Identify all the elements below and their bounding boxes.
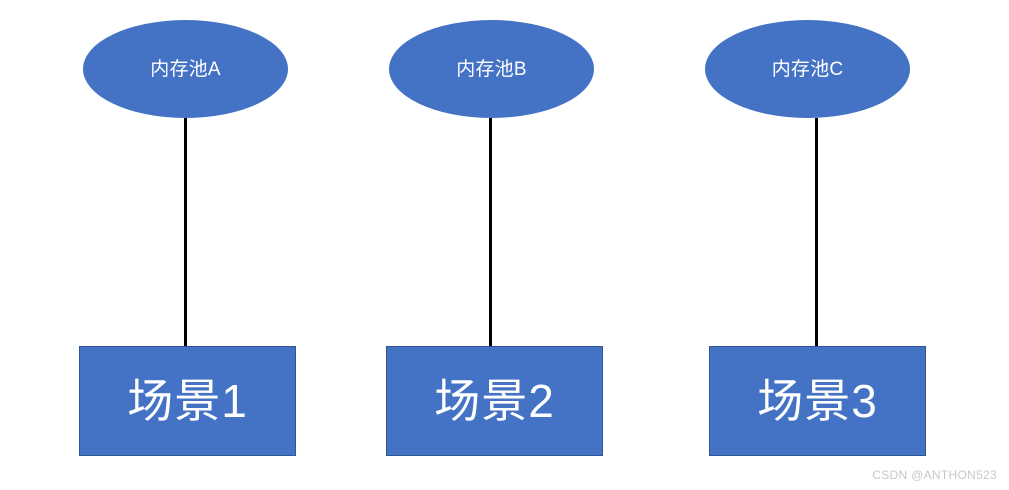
watermark-text: CSDN @ANTHON523: [872, 468, 997, 482]
memory-pool-label-c: 内存池C: [771, 58, 844, 80]
scene-label-3: 场景3: [757, 375, 878, 427]
scene-node-2[interactable]: 场景2: [386, 346, 603, 456]
connector-line-b[interactable]: [489, 118, 492, 346]
connector-line-a[interactable]: [184, 118, 187, 346]
scene-node-1[interactable]: 场景1: [79, 346, 296, 456]
memory-pool-node-c[interactable]: 内存池C: [705, 20, 910, 118]
memory-pool-node-b[interactable]: 内存池B: [389, 20, 594, 118]
scene-label-2: 场景2: [434, 375, 555, 427]
scene-node-3[interactable]: 场景3: [709, 346, 926, 456]
memory-pool-label-a: 内存池A: [150, 58, 221, 80]
connector-line-c[interactable]: [815, 118, 818, 346]
memory-pool-label-b: 内存池B: [456, 58, 527, 80]
memory-pool-node-a[interactable]: 内存池A: [83, 20, 288, 118]
scene-label-1: 场景1: [127, 375, 248, 427]
